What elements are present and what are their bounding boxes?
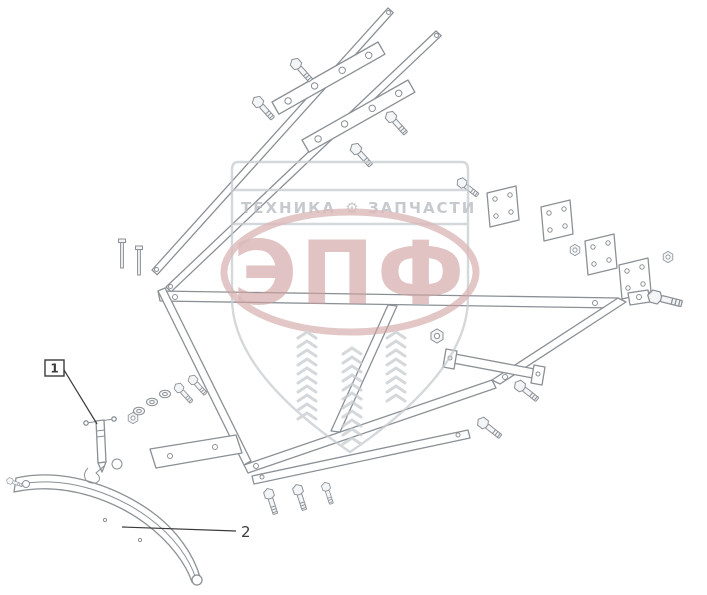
watermark-wheat-decoration (296, 330, 407, 446)
washer-icon (146, 397, 158, 407)
mounting-plate-1 (486, 185, 520, 228)
hitch-clamp-bracket (149, 434, 243, 469)
bolt-icon (249, 93, 277, 123)
watermark: ТЕХНИКА ⚙ ЗАПЧАСТИ ЭПФ (220, 160, 480, 454)
rivet-pin-icon (118, 238, 126, 269)
drilled-strap-plate-b (301, 79, 416, 153)
bolt-icon (474, 414, 504, 441)
callout-1-leader (63, 369, 98, 425)
hitch-pin-assembly (83, 416, 123, 484)
nut-icon (662, 250, 674, 264)
washer-icon (133, 406, 145, 416)
bolt-icon (347, 140, 375, 170)
rivet-pin-icon (135, 245, 143, 276)
lower-flat-bar (251, 429, 471, 485)
washer-icon (159, 389, 171, 399)
mounting-plate-4 (618, 257, 652, 300)
line-art-layer (5, 7, 684, 586)
mounting-plate-2 (540, 199, 574, 242)
nut-icon (569, 243, 581, 257)
bolt-icon (645, 288, 684, 311)
callout-1-label[interactable]: 1 (50, 362, 58, 376)
drawbar-tongue (13, 474, 203, 586)
bolt-icon (262, 486, 281, 516)
frame-assembly (157, 287, 651, 474)
callout-1-box[interactable] (44, 359, 65, 377)
nut-icon (430, 328, 444, 344)
watermark-ellipse (220, 208, 480, 336)
bolt-icon (287, 55, 315, 85)
callout-2-leader (121, 526, 237, 532)
mounting-plate-3 (584, 233, 618, 276)
bolt-icon (320, 480, 336, 506)
callouts-layer: 1 2 (44, 359, 251, 541)
callout-2-label[interactable]: 2 (241, 523, 251, 541)
watermark-logo-text: ЭПФ (233, 222, 468, 325)
bolt-icon (291, 482, 310, 512)
drilled-strap-plate-a (271, 41, 386, 115)
bolt-icon (382, 108, 410, 138)
